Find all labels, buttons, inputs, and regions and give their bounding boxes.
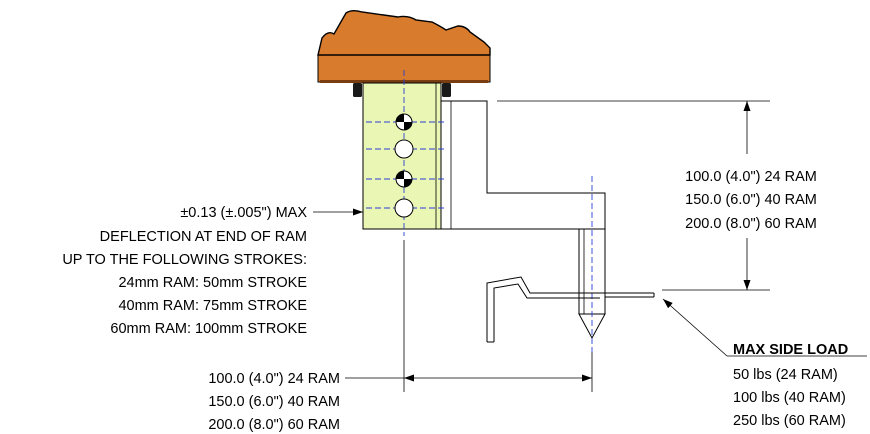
- side-load-title: MAX SIDE LOAD: [733, 342, 848, 358]
- horizontal-dimension: [345, 240, 593, 392]
- gripper-body: [317, 10, 491, 97]
- horizontal-dim-label-3: 200.0 (8.0") 60 RAM: [208, 417, 340, 433]
- side-load-leader: [662, 298, 867, 357]
- ram-rod: [578, 176, 606, 352]
- vertical-dim-label-2: 150.0 (6.0") 40 RAM: [685, 192, 817, 208]
- datum-marker-icon: [395, 113, 413, 131]
- deflection-label-4: 24mm RAM: 50mm STROKE: [118, 275, 307, 291]
- deflection-label-1: ±0.13 (±.005") MAX: [180, 205, 307, 221]
- datum-marker-icon: [395, 170, 413, 188]
- vertical-dim-labels: 100.0 (4.0") 24 RAM 150.0 (6.0") 40 RAM …: [685, 169, 817, 232]
- finger-outline-outer: [486, 276, 654, 342]
- side-load-labels: MAX SIDE LOAD 50 lbs (24 RAM) 100 lbs (4…: [733, 342, 848, 429]
- vertical-dim-label-1: 100.0 (4.0") 24 RAM: [685, 169, 817, 185]
- horizontal-dim-label-1: 100.0 (4.0") 24 RAM: [208, 371, 340, 387]
- deflection-label-2: DEFLECTION AT END OF RAM: [100, 229, 307, 245]
- deflection-labels: ±0.13 (±.005") MAX DEFLECTION AT END OF …: [62, 205, 307, 337]
- vertical-dim-label-3: 200.0 (8.0") 60 RAM: [685, 216, 817, 232]
- side-load-plate: [486, 276, 655, 343]
- horizontal-dim-labels: 100.0 (4.0") 24 RAM 150.0 (6.0") 40 RAM …: [208, 371, 340, 433]
- deflection-label-5: 40mm RAM: 75mm STROKE: [118, 298, 307, 314]
- gripper-base: [317, 54, 491, 83]
- finger-outline-inner: [493, 283, 600, 342]
- ram-bracket: [441, 100, 606, 230]
- horizontal-dim-label-2: 150.0 (6.0") 40 RAM: [208, 394, 340, 410]
- mounting-hole-icon: [394, 198, 414, 218]
- side-load-label-1: 50 lbs (24 RAM): [733, 367, 838, 383]
- mounting-hole-icon: [394, 139, 414, 159]
- gripper-top-bumps: [317, 10, 491, 56]
- deflection-label-3: UP TO THE FOLLOWING STROKES:: [62, 252, 307, 268]
- mounting-plate: [362, 70, 447, 236]
- side-load-label-3: 250 lbs (60 RAM): [733, 413, 846, 429]
- gripper-right-tab: [442, 83, 451, 97]
- side-load-label-2: 100 lbs (40 RAM): [733, 390, 846, 406]
- bracket-outline: [441, 100, 606, 230]
- gripper-left-tab: [353, 83, 362, 97]
- deflection-label-6: 60mm RAM: 100mm STROKE: [110, 321, 307, 337]
- vertical-dimension: [497, 100, 770, 291]
